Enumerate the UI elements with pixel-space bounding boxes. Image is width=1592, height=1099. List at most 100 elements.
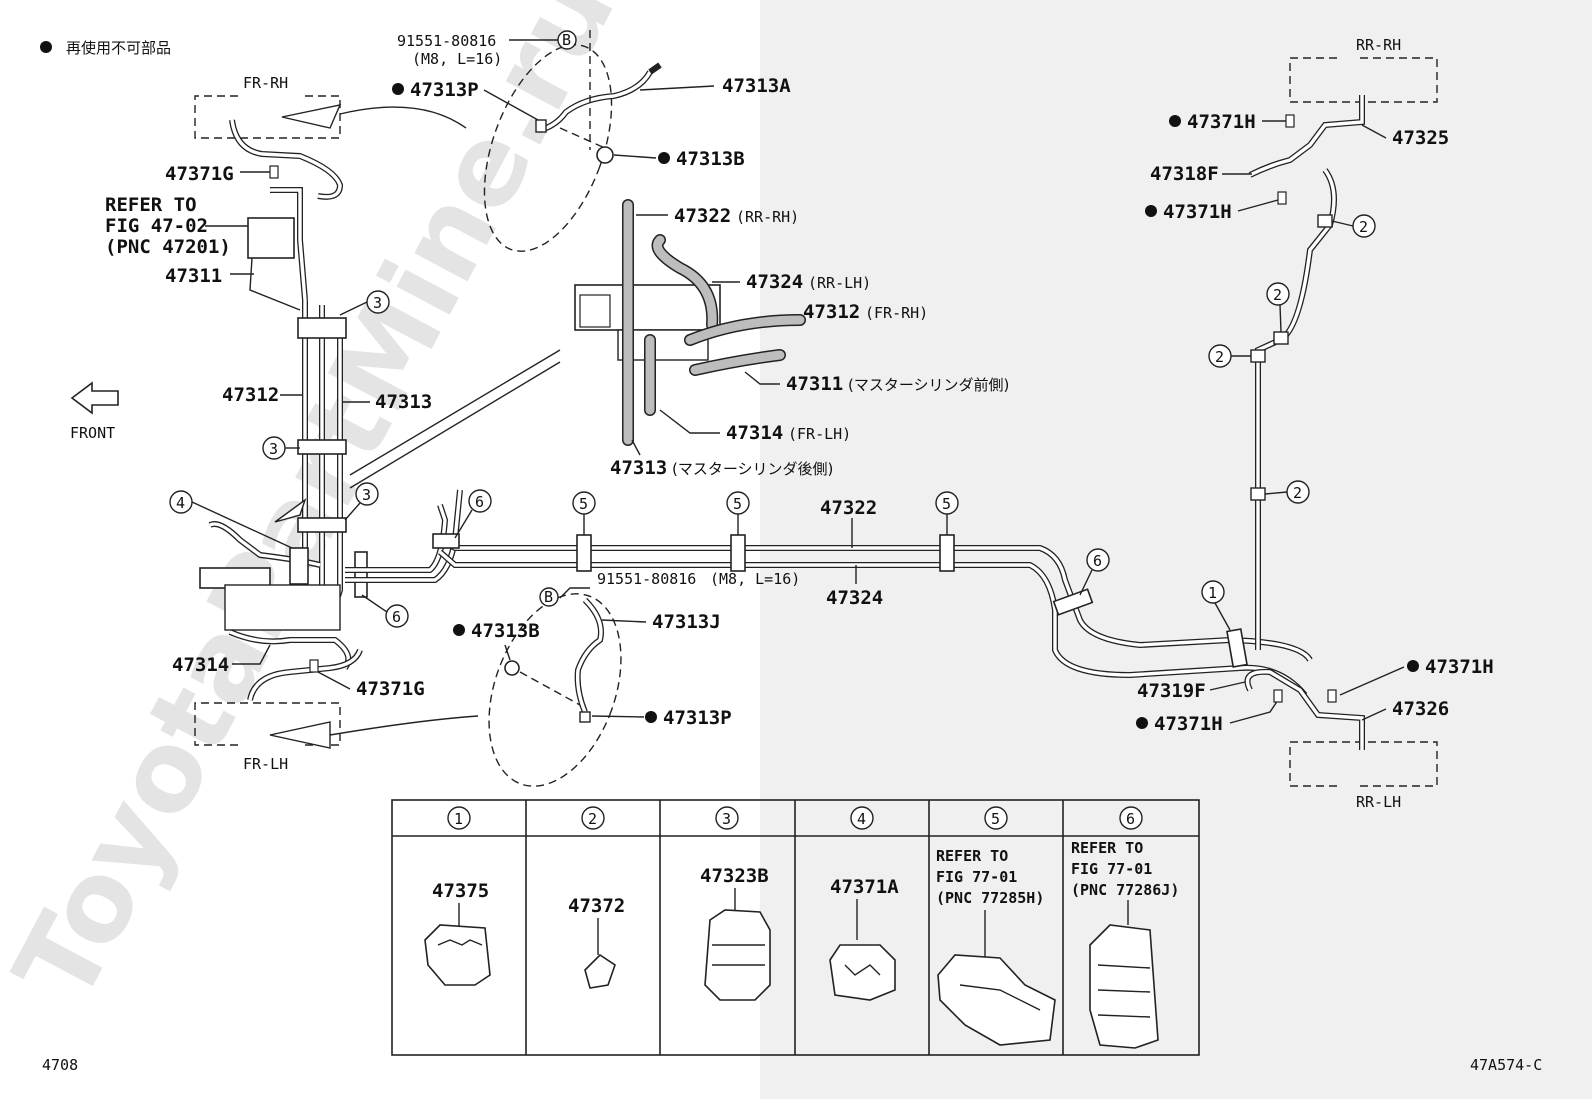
- table-header-1: 1: [454, 810, 463, 828]
- part-47318F: 47318F: [1150, 163, 1219, 185]
- table-refer5-line1: REFER TO: [936, 847, 1008, 865]
- part-47371G-top: 47371G: [165, 163, 234, 185]
- clip-77286J-icon: [1089, 924, 1159, 1049]
- part-47324-rrlh: 47324: [746, 271, 803, 293]
- rear-pipe-group: [432, 95, 1365, 750]
- refer-line1: REFER TO: [105, 194, 197, 216]
- svg-text:2: 2: [1293, 484, 1302, 502]
- top-hose-detail: [535, 30, 662, 164]
- clip-table: 1 2 3 4 5 6 47375 47372 47323B 47371A RE…: [391, 799, 1200, 1056]
- bottom-hose-detail: [504, 587, 604, 723]
- table-header-2: 2: [588, 810, 597, 828]
- svg-text:4: 4: [176, 494, 185, 512]
- bolt-icon: [596, 146, 614, 164]
- part-47311-note: (マスターシリンダ前側): [848, 376, 1009, 394]
- callout-b-top-label: B: [562, 31, 571, 49]
- clip-47372-icon: [584, 953, 616, 989]
- part-47313-note-pn: 47313: [610, 457, 667, 479]
- part-47325: 47325: [1392, 127, 1449, 149]
- part-47313P-bottom: 47313P: [663, 707, 732, 729]
- refer-line3: (PNC 47201): [105, 236, 231, 258]
- table-part-47371A: 47371A: [830, 876, 899, 898]
- part-47326: 47326: [1392, 698, 1449, 720]
- part-bolt-bottom: 91551-80816: [597, 570, 696, 588]
- table-part-47323B: 47323B: [700, 865, 769, 887]
- clip-77285H-icon: [937, 954, 1056, 1046]
- part-bolt-top-spec: (M8, L=16): [412, 50, 502, 68]
- table-refer6-line1: REFER TO: [1071, 839, 1143, 857]
- part-47322-rrrh-note: (RR-RH): [736, 208, 799, 226]
- wheel-rr-lh-label: RR-LH: [1356, 793, 1401, 811]
- part-47312-frrh: 47312: [803, 301, 860, 323]
- svg-text:2: 2: [1215, 348, 1224, 366]
- part-47313-note: (マスターシリンダ後側): [672, 460, 833, 478]
- part-47313: 47313: [375, 391, 432, 413]
- part-47371H-a: 47371H: [1187, 111, 1256, 133]
- wheel-rr-rh: RR-RH: [1289, 36, 1438, 103]
- svg-text:6: 6: [392, 608, 401, 626]
- wheel-fr-lh: FR-LH: [194, 702, 479, 773]
- part-47371G-bottom: 47371G: [356, 678, 425, 700]
- svg-text:3: 3: [362, 486, 371, 504]
- svg-text:1: 1: [1208, 584, 1217, 602]
- refer-line2: FIG 47-02: [105, 215, 208, 237]
- part-bolt-top: 91551-80816: [397, 32, 496, 50]
- part-47312: 47312: [222, 384, 279, 406]
- part-47311-note-pn: 47311: [786, 373, 843, 395]
- part-47322-rrrh: 47322: [674, 205, 731, 227]
- callout-b-bottom: [539, 587, 559, 607]
- clip-47371A-icon: [829, 944, 896, 1001]
- legend-bullet-icon: [40, 41, 52, 53]
- table-header-5: 5: [991, 810, 1000, 828]
- part-47313B-bottom: 47313B: [471, 620, 540, 642]
- part-47311: 47311: [165, 265, 222, 287]
- wheel-fr-rh: FR-RH: [194, 74, 467, 139]
- clip-47375-icon: [424, 924, 491, 986]
- part-47371H-c: 47371H: [1425, 656, 1494, 678]
- wheel-rr-rh-label: RR-RH: [1356, 36, 1401, 54]
- table-header-4: 4: [857, 810, 866, 828]
- diagram-callouts: 3 3 3 4 6 6 5 5 5 6 1 2 2 2: [169, 214, 1376, 631]
- part-47322-main: 47322: [820, 497, 877, 519]
- svg-text:5: 5: [942, 495, 951, 513]
- part-47314: 47314: [172, 654, 229, 676]
- callout-b-bottom-label: B: [544, 588, 553, 606]
- table-refer5-line3: (PNC 77285H): [936, 889, 1044, 907]
- front-label: FRONT: [70, 424, 115, 442]
- svg-text:5: 5: [733, 495, 742, 513]
- part-47319F: 47319F: [1137, 680, 1206, 702]
- wheel-fr-lh-label: FR-LH: [243, 755, 288, 773]
- refer-component: [247, 217, 295, 259]
- table-part-47372: 47372: [568, 895, 625, 917]
- table-part-47375: 47375: [432, 880, 489, 902]
- footer-page-number: 4708: [42, 1056, 78, 1074]
- wheel-rr-lh: RR-LH: [1289, 741, 1438, 811]
- part-47313P-top: 47313P: [410, 79, 479, 101]
- part-47371H-b: 47371H: [1163, 201, 1232, 223]
- part-47313J: 47313J: [652, 611, 721, 633]
- svg-text:3: 3: [373, 294, 382, 312]
- part-47312-frrh-note: (FR-RH): [865, 304, 928, 322]
- part-47314-frlh: 47314: [726, 422, 783, 444]
- part-47314-frlh-note: (FR-LH): [788, 425, 851, 443]
- table-refer6-line2: FIG 77-01: [1071, 860, 1152, 878]
- master-cylinder-detail: [574, 199, 806, 446]
- wheel-fr-rh-label: FR-RH: [243, 74, 288, 92]
- svg-text:6: 6: [475, 493, 484, 511]
- front-pipe-group: [199, 119, 561, 701]
- table-refer6-line3: (PNC 77286J): [1071, 881, 1179, 899]
- front-arrow-icon: [70, 381, 119, 415]
- detail-ellipse-top: [483, 44, 613, 252]
- part-bolt-bottom-spec: (M8, L=16): [710, 570, 800, 588]
- svg-text:2: 2: [1273, 286, 1282, 304]
- svg-text:6: 6: [1093, 552, 1102, 570]
- part-47313A: 47313A: [722, 75, 791, 97]
- clip-47323B-icon: [704, 909, 771, 1001]
- part-47324-main: 47324: [826, 587, 883, 609]
- part-47324-rrlh-note: (RR-LH): [808, 274, 871, 292]
- svg-text:2: 2: [1359, 218, 1368, 236]
- part-47371H-d: 47371H: [1154, 713, 1223, 735]
- table-header-3: 3: [722, 810, 731, 828]
- table-header-6: 6: [1126, 810, 1135, 828]
